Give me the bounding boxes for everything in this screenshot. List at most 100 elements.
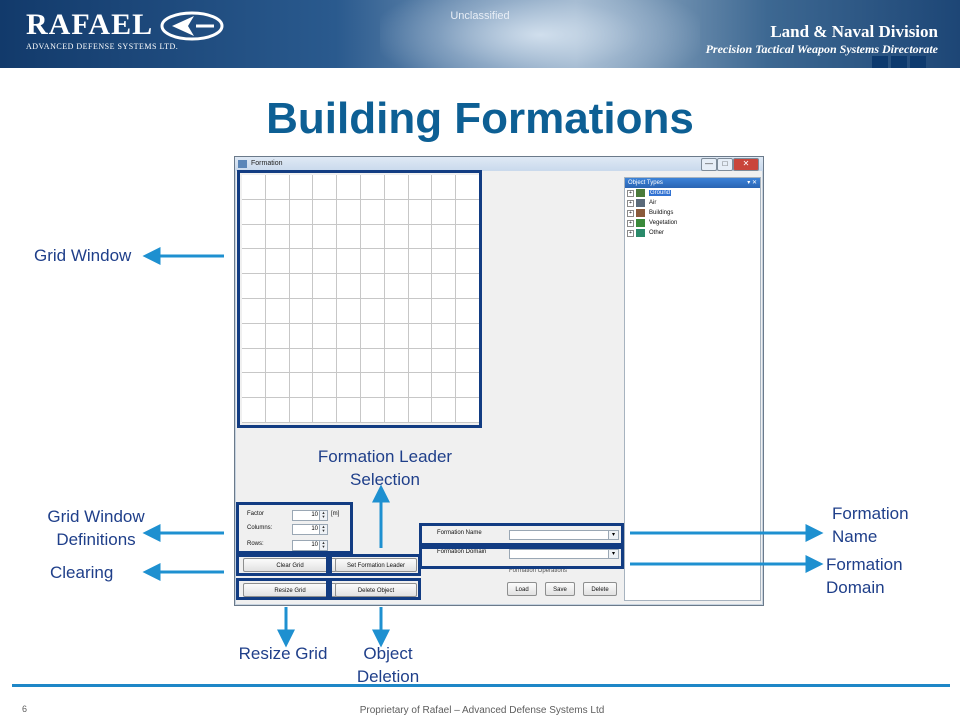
grid-cell[interactable] — [361, 274, 385, 299]
grid-window[interactable] — [242, 175, 480, 423]
maximize-button[interactable]: □ — [717, 158, 733, 171]
grid-cell[interactable] — [242, 299, 266, 324]
grid-cell[interactable] — [432, 224, 457, 250]
grid-cell[interactable] — [313, 274, 338, 299]
grid-cell[interactable] — [408, 398, 433, 423]
expand-icon[interactable]: + — [627, 210, 634, 217]
grid-cell[interactable] — [384, 224, 409, 250]
tree-item-air[interactable]: +Air — [625, 198, 760, 208]
grid-cell[interactable] — [289, 299, 314, 324]
grid-cell[interactable] — [361, 373, 385, 399]
factor-stepper[interactable]: 10 ▲▼ — [292, 510, 328, 521]
grid-cell[interactable] — [384, 348, 409, 374]
grid-cell[interactable] — [289, 398, 314, 423]
grid-cell[interactable] — [384, 373, 409, 399]
spin-arrows-icon[interactable]: ▲▼ — [319, 525, 327, 534]
grid-cell[interactable] — [265, 175, 290, 200]
grid-cell[interactable] — [384, 398, 409, 423]
grid-cell[interactable] — [313, 199, 338, 225]
grid-cell[interactable] — [384, 175, 409, 200]
grid-cell[interactable] — [242, 249, 266, 275]
grid-cell[interactable] — [361, 299, 385, 324]
grid-cell[interactable] — [265, 274, 290, 299]
grid-cell[interactable] — [337, 373, 361, 399]
grid-cell[interactable] — [432, 249, 457, 275]
save-button[interactable]: Save — [545, 582, 575, 596]
grid-cell[interactable] — [242, 199, 266, 225]
grid-cell[interactable] — [408, 224, 433, 250]
expand-icon[interactable]: + — [627, 190, 634, 197]
load-button[interactable]: Load — [507, 582, 537, 596]
expand-icon[interactable]: + — [627, 220, 634, 227]
grid-cell[interactable] — [242, 323, 266, 349]
grid-cell[interactable] — [432, 348, 457, 374]
grid-cell[interactable] — [313, 373, 338, 399]
grid-cell[interactable] — [361, 224, 385, 250]
grid-cell[interactable] — [337, 274, 361, 299]
grid-cell[interactable] — [265, 398, 290, 423]
grid-cell[interactable] — [432, 373, 457, 399]
grid-cell[interactable] — [337, 199, 361, 225]
tree-item-other[interactable]: +Other — [625, 228, 760, 238]
grid-cell[interactable] — [289, 274, 314, 299]
grid-cell[interactable] — [313, 323, 338, 349]
grid-cell[interactable] — [337, 323, 361, 349]
grid-cell[interactable] — [313, 348, 338, 374]
grid-cell[interactable] — [289, 373, 314, 399]
grid-cell[interactable] — [265, 299, 290, 324]
grid-cell[interactable] — [313, 398, 338, 423]
tree-item-buildings[interactable]: +Buildings — [625, 208, 760, 218]
grid-cell[interactable] — [361, 199, 385, 225]
grid-cell[interactable] — [313, 175, 338, 200]
grid-cell[interactable] — [289, 199, 314, 225]
grid-cell[interactable] — [289, 175, 314, 200]
set-formation-leader-button[interactable]: Set Formation Leader — [335, 558, 417, 572]
grid-cell[interactable] — [408, 323, 433, 349]
grid-cell[interactable] — [384, 323, 409, 349]
grid-cell[interactable] — [384, 299, 409, 324]
grid-cell[interactable] — [265, 373, 290, 399]
delete-button[interactable]: Delete — [583, 582, 617, 596]
grid-cell[interactable] — [432, 199, 457, 225]
grid-cell[interactable] — [242, 224, 266, 250]
grid-cell[interactable] — [289, 323, 314, 349]
grid-cell[interactable] — [384, 199, 409, 225]
grid-cell[interactable] — [432, 299, 457, 324]
grid-cell[interactable] — [313, 299, 338, 324]
grid-cell[interactable] — [361, 175, 385, 200]
clear-grid-button[interactable]: Clear Grid — [243, 558, 337, 572]
expand-icon[interactable]: + — [627, 200, 634, 207]
spin-arrows-icon[interactable]: ▲▼ — [319, 511, 327, 520]
grid-cell[interactable] — [265, 224, 290, 250]
grid-cell[interactable] — [432, 398, 457, 423]
grid-cell[interactable] — [337, 249, 361, 275]
formation-domain-select[interactable]: ▾ — [509, 549, 619, 559]
close-button[interactable]: ✕ — [733, 158, 759, 171]
panel-pin-icon[interactable]: ▾ ✕ — [747, 180, 757, 186]
grid-cell[interactable] — [242, 348, 266, 374]
grid-cell[interactable] — [242, 398, 266, 423]
expand-icon[interactable]: + — [627, 230, 634, 237]
grid-cell[interactable] — [408, 175, 433, 200]
chevron-down-icon[interactable]: ▾ — [608, 550, 618, 558]
grid-cell[interactable] — [265, 348, 290, 374]
grid-cell[interactable] — [432, 274, 457, 299]
grid-cell[interactable] — [242, 274, 266, 299]
grid-cell[interactable] — [408, 249, 433, 275]
grid-cell[interactable] — [265, 249, 290, 275]
grid-cell[interactable] — [242, 175, 266, 200]
grid-cell[interactable] — [289, 249, 314, 275]
grid-cell[interactable] — [361, 398, 385, 423]
grid-cell[interactable] — [384, 274, 409, 299]
grid-cell[interactable] — [289, 224, 314, 250]
formation-name-field[interactable]: ▾ — [509, 530, 619, 540]
grid-cell[interactable] — [289, 348, 314, 374]
grid-cell[interactable] — [408, 373, 433, 399]
grid-cell[interactable] — [337, 348, 361, 374]
rows-stepper[interactable]: 10 ▲▼ — [292, 540, 328, 551]
grid-cell[interactable] — [432, 323, 457, 349]
grid-cell[interactable] — [242, 373, 266, 399]
grid-cell[interactable] — [432, 175, 457, 200]
grid-cell[interactable] — [408, 299, 433, 324]
tree-item-vegetation[interactable]: +Vegetation — [625, 218, 760, 228]
